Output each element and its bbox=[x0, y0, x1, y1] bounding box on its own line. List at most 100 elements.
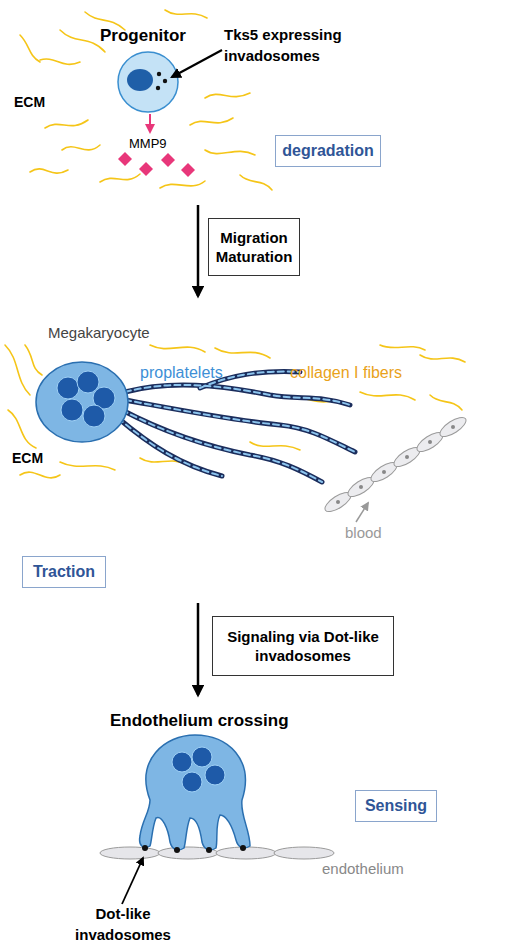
proplatelet-beads bbox=[118, 372, 355, 482]
progenitor-cell bbox=[118, 52, 178, 112]
nucleus-lobe bbox=[205, 765, 225, 785]
collagen-fiber bbox=[430, 395, 462, 410]
ecm-fiber bbox=[40, 59, 80, 64]
nucleus-lobe bbox=[192, 747, 212, 767]
proplatelet-bead bbox=[118, 418, 222, 476]
invadosome-dot bbox=[240, 845, 246, 851]
nucleus-lobe bbox=[61, 399, 83, 421]
invadosome-dot bbox=[157, 72, 161, 76]
stage-arrow bbox=[197, 603, 200, 695]
stage-label-box: Sensing bbox=[355, 790, 437, 822]
nucleus-lobe bbox=[57, 377, 79, 399]
megakaryocyte-nucleus bbox=[172, 747, 225, 792]
mmp9-molecules bbox=[118, 152, 195, 177]
cell-nucleus bbox=[382, 470, 386, 474]
collagen-fiber bbox=[20, 472, 60, 478]
stage-label-box: Traction bbox=[22, 556, 106, 588]
cell-nucleus bbox=[451, 425, 455, 429]
region-label: endothelium bbox=[322, 858, 404, 879]
proplatelets bbox=[118, 372, 355, 482]
ecm-fiber bbox=[62, 145, 100, 150]
crossing-megakaryocyte bbox=[140, 735, 250, 850]
ecm-fiber bbox=[165, 10, 207, 18]
endothelial-cell bbox=[437, 414, 469, 440]
proplatelet-bead bbox=[125, 385, 350, 405]
molecule-label: MMP9 bbox=[129, 133, 167, 154]
cell-nucleus bbox=[359, 485, 363, 489]
cell-label: Progenitor bbox=[100, 25, 186, 46]
collagen-fiber bbox=[420, 355, 465, 362]
node-text: Migration Maturation bbox=[213, 228, 295, 266]
ecm-fiber bbox=[205, 93, 250, 98]
structure-label: collagen I fibers bbox=[290, 362, 402, 383]
node-text: degradation bbox=[282, 142, 374, 160]
nucleus-lobe bbox=[83, 405, 105, 427]
collagen-fiber bbox=[60, 462, 115, 470]
collagen-fiber bbox=[25, 345, 42, 375]
node-text: Sensing bbox=[365, 797, 427, 815]
ecm-fiber bbox=[30, 169, 68, 173]
proplatelet-bead bbox=[122, 410, 322, 482]
blood-vessel bbox=[322, 414, 469, 515]
endothelial-cell bbox=[274, 847, 334, 859]
proplatelet-bead bbox=[125, 400, 355, 452]
process-box: Signaling via Dot-like invadosomes bbox=[212, 616, 394, 676]
collagen-fiber bbox=[250, 442, 300, 450]
endothelial-cell bbox=[158, 847, 218, 859]
node-text: Traction bbox=[33, 563, 95, 581]
annotation-label: Tks5 expressing invadosomes bbox=[224, 24, 354, 66]
structure-label: proplatelets bbox=[140, 362, 223, 383]
ecm-fiber bbox=[60, 30, 105, 52]
leader-arrow bbox=[356, 503, 368, 522]
nucleus-lobe bbox=[182, 772, 202, 792]
stage-arrow bbox=[197, 205, 200, 296]
ecm-fiber bbox=[100, 174, 140, 182]
proplatelet bbox=[118, 418, 222, 476]
node-text: Signaling via Dot-like invadosomes bbox=[217, 627, 389, 665]
invadosome-dots bbox=[142, 845, 246, 853]
ecm-fiber bbox=[240, 175, 272, 190]
ecm-fiber bbox=[205, 150, 255, 155]
megakaryocyte-nucleus bbox=[57, 371, 115, 427]
leader-arrow bbox=[122, 858, 143, 904]
leader-arrow bbox=[172, 50, 222, 77]
ecm-fiber bbox=[190, 118, 233, 125]
collagen-fiber bbox=[5, 345, 30, 395]
ecm-fiber bbox=[45, 120, 88, 128]
invadosome-dot bbox=[163, 79, 167, 83]
collagen-fiber bbox=[360, 392, 415, 400]
cell-nucleus bbox=[336, 500, 340, 504]
region-label: ECM bbox=[12, 448, 43, 469]
region-label: blood bbox=[345, 522, 382, 543]
cell-label: Megakaryocyte bbox=[48, 322, 150, 343]
cell-nucleus bbox=[405, 455, 409, 459]
megakaryocyte-cell bbox=[36, 362, 128, 442]
mmp9-diamond bbox=[139, 162, 153, 176]
endothelial-cell bbox=[100, 847, 160, 859]
collagen-fiber bbox=[150, 345, 205, 352]
region-label: ECM bbox=[14, 92, 45, 113]
invadosome-dot bbox=[156, 86, 160, 90]
proplatelet bbox=[125, 385, 350, 405]
process-box: Migration Maturation bbox=[208, 218, 300, 276]
invadosome-dot bbox=[206, 847, 212, 853]
mmp9-diamond bbox=[181, 163, 195, 177]
vessel-nuclei bbox=[336, 425, 455, 504]
annotation-label: Dot-like invadosomes bbox=[58, 903, 188, 945]
secretion-arrow bbox=[149, 114, 151, 132]
collagen-fiber bbox=[8, 410, 36, 448]
cell-nucleus bbox=[428, 440, 432, 444]
endothelial-cell bbox=[216, 847, 276, 859]
ecm-fiber bbox=[160, 181, 205, 188]
cell-nucleus bbox=[127, 69, 153, 91]
stage-heading: Endothelium crossing bbox=[110, 710, 289, 731]
invadosome-dot bbox=[174, 847, 180, 853]
collagen-fiber bbox=[380, 345, 425, 350]
nucleus-lobe bbox=[77, 371, 99, 393]
nucleus-lobe bbox=[172, 752, 192, 772]
mmp9-diamond bbox=[118, 152, 132, 166]
stage-label-box: degradation bbox=[275, 135, 381, 167]
mmp9-diamond bbox=[161, 153, 175, 167]
